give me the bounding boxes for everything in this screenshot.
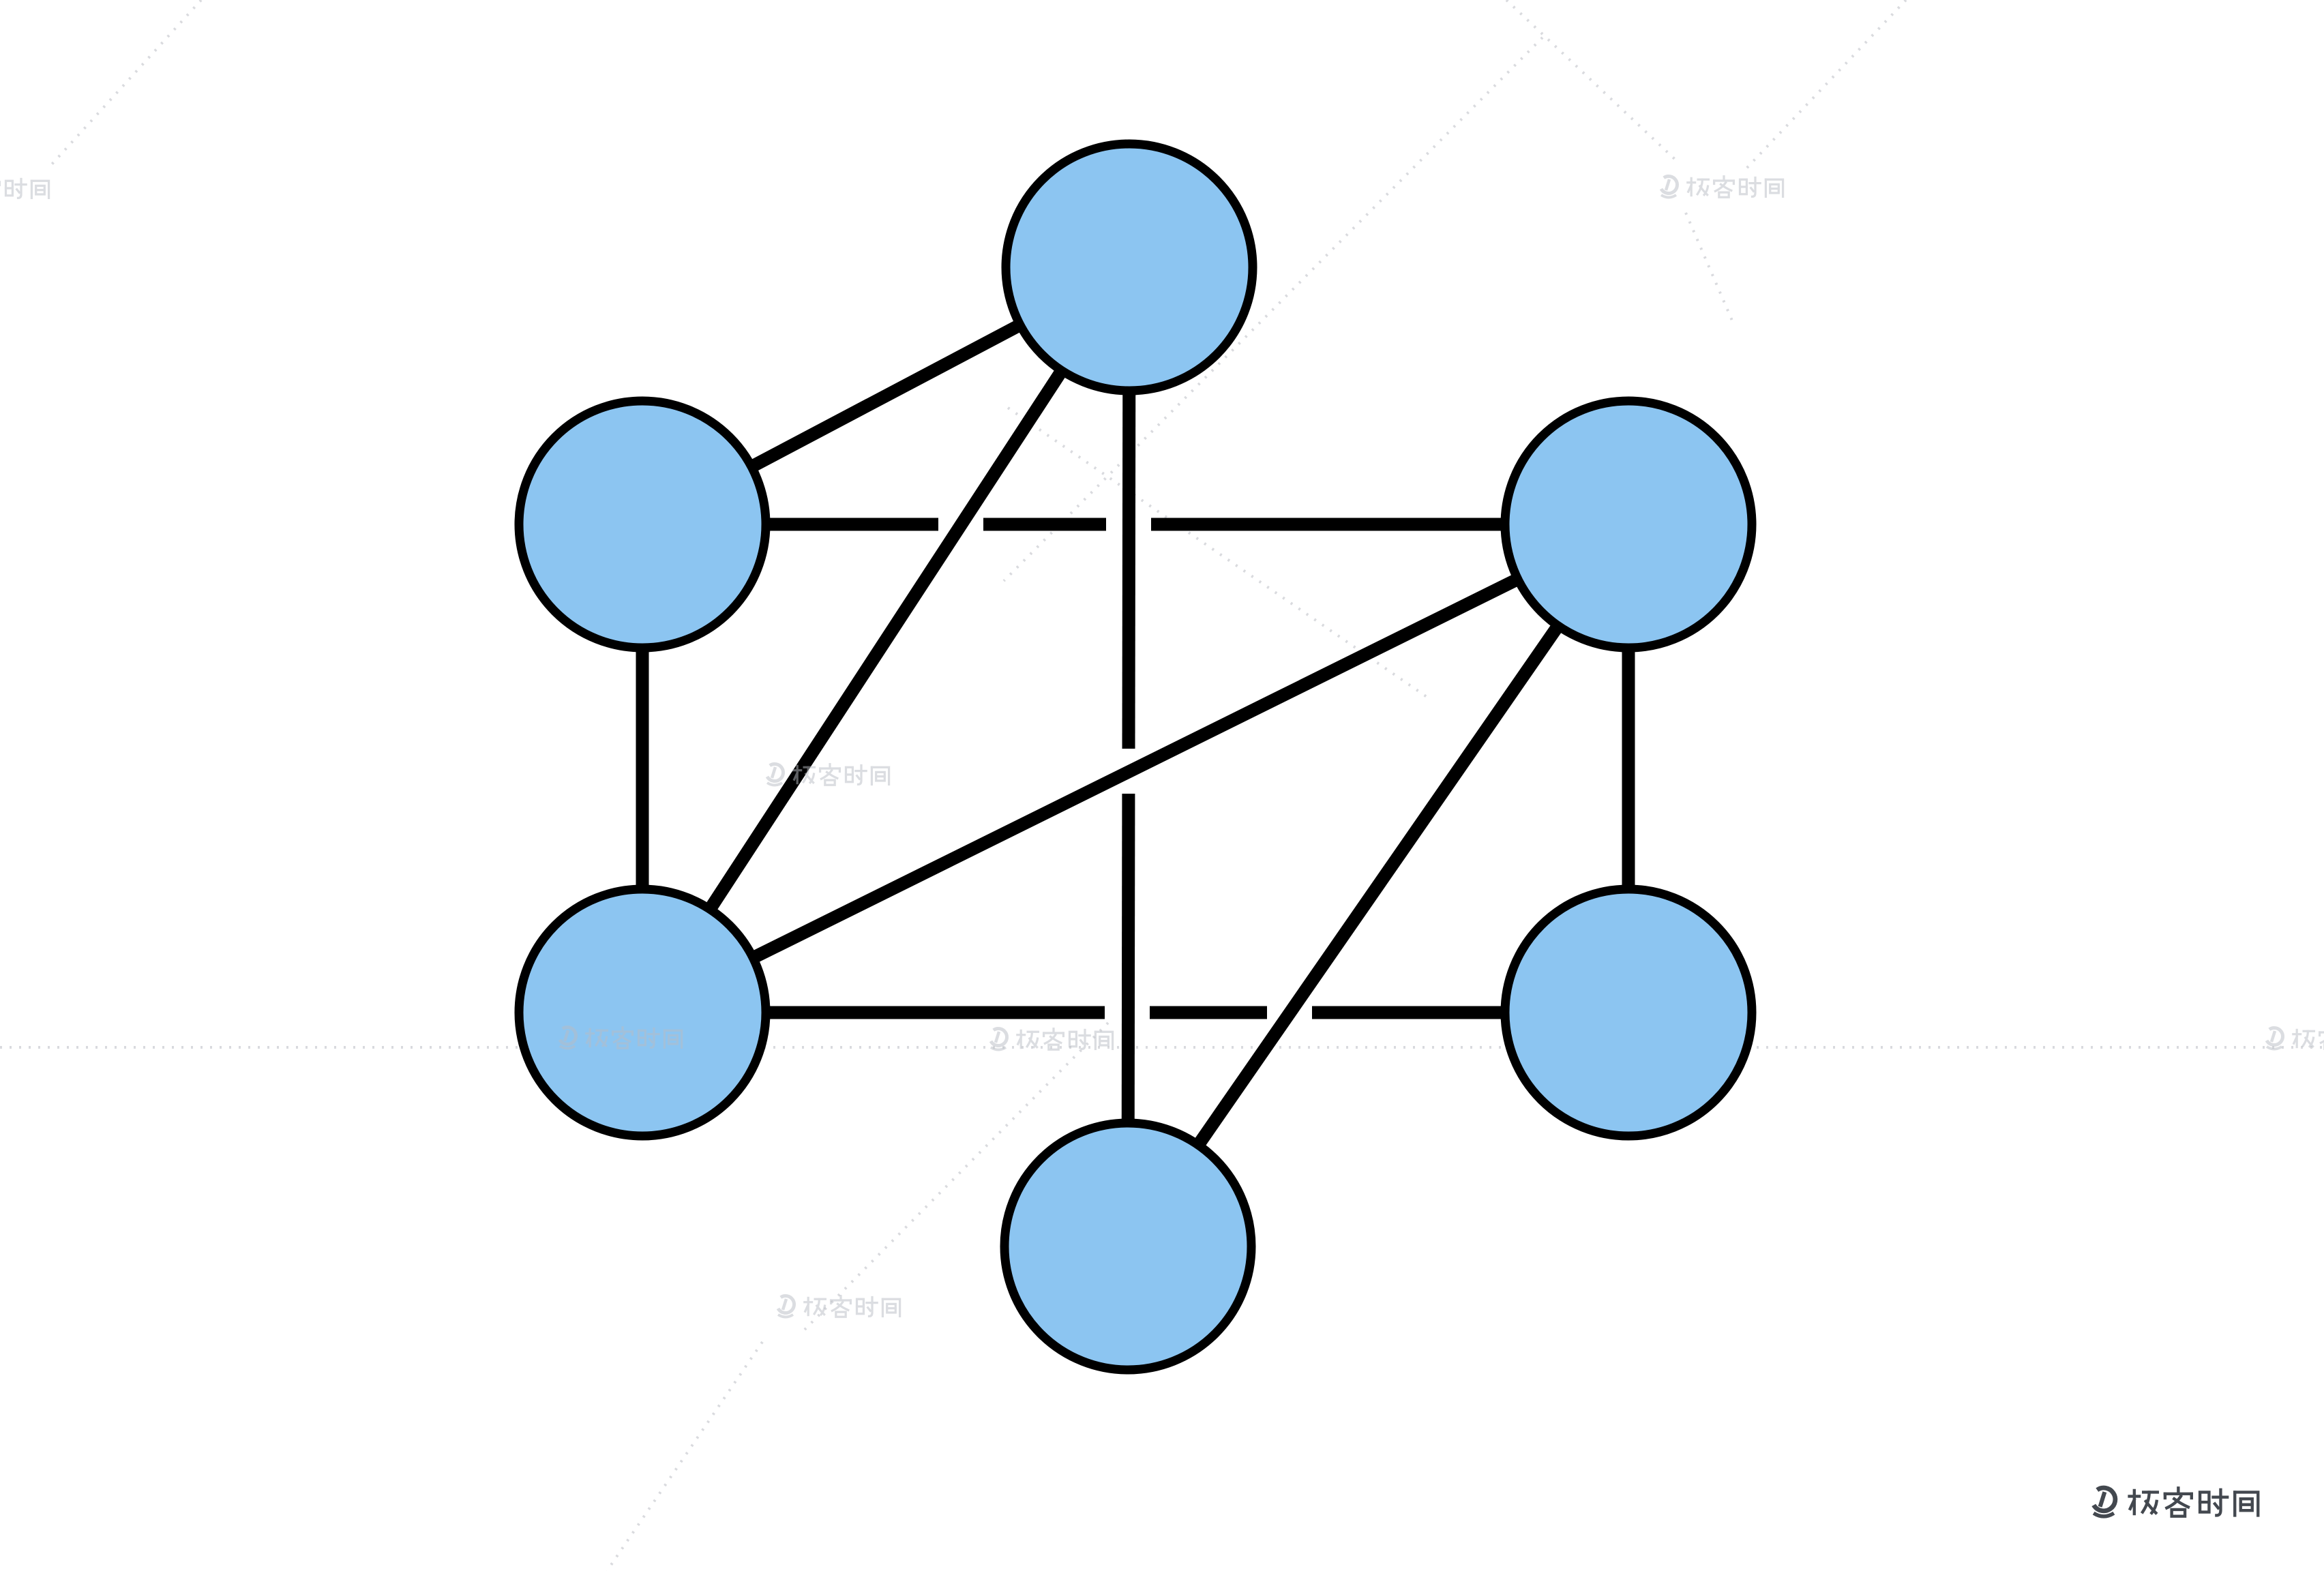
node-lower-left <box>514 884 771 1141</box>
watermark <box>2263 1025 2324 1049</box>
geektime-icon <box>763 761 787 786</box>
geektime-icon <box>1657 173 1681 198</box>
geektime-icon <box>2263 1025 2286 1049</box>
cjk-glyph <box>1712 175 1735 198</box>
watermark <box>774 1293 902 1318</box>
watermark <box>763 761 891 786</box>
node-upper-left <box>514 396 771 653</box>
watermark-dotted-ray <box>1684 212 1733 321</box>
cjk-glyph <box>2165 1488 2192 1516</box>
graph-edges <box>636 261 1635 1251</box>
cjk-glyph <box>2292 1028 2316 1049</box>
edge-upper-right-lower-left <box>639 518 1632 1019</box>
node-bottom <box>1000 1118 1256 1375</box>
cjk-glyph <box>1686 177 1710 197</box>
watermark-dotted-ray <box>1002 36 1544 582</box>
node-top <box>1001 139 1257 395</box>
cjk-glyph <box>855 1296 878 1318</box>
node-upper-right <box>1500 396 1757 653</box>
edge-upper-right-bottom <box>1122 520 1634 1251</box>
geektime-icon <box>774 1293 798 1317</box>
watermark <box>1657 173 1785 198</box>
watermark-dotted-ray <box>1744 0 1907 170</box>
watermark <box>0 177 50 200</box>
edge-top-lower-left <box>637 263 1135 1017</box>
node-lower-right <box>1500 884 1757 1141</box>
cjk-glyph <box>2200 1490 2227 1516</box>
cjk-glyph <box>1738 176 1761 198</box>
cjk-glyph <box>844 764 867 786</box>
watermark-dotted-ray <box>606 1341 764 1571</box>
cjk-glyph <box>870 766 891 786</box>
cjk-glyph <box>829 1295 852 1318</box>
geektime-brand <box>2087 1483 2258 1516</box>
cjk-glyph <box>803 1296 827 1317</box>
cjk-glyph <box>2235 1492 2258 1515</box>
watermark-dotted-ray <box>1505 0 1681 165</box>
cjk-glyph <box>1016 1029 1040 1049</box>
watermark-dotted-ray <box>50 0 203 166</box>
cjk-glyph <box>2318 1027 2324 1050</box>
geektime-icon <box>987 1026 1011 1050</box>
cjk-glyph <box>818 763 841 786</box>
geektime-icon <box>2087 1483 2119 1516</box>
graph-nodes <box>514 139 1757 1375</box>
cjk-glyph <box>30 179 50 200</box>
cjk-glyph <box>2130 1491 2158 1514</box>
geektime-logo <box>2087 1483 2258 1516</box>
cjk-glyph <box>881 1298 902 1318</box>
cjk-glyph <box>1764 178 1785 198</box>
cjk-glyph <box>4 177 27 200</box>
